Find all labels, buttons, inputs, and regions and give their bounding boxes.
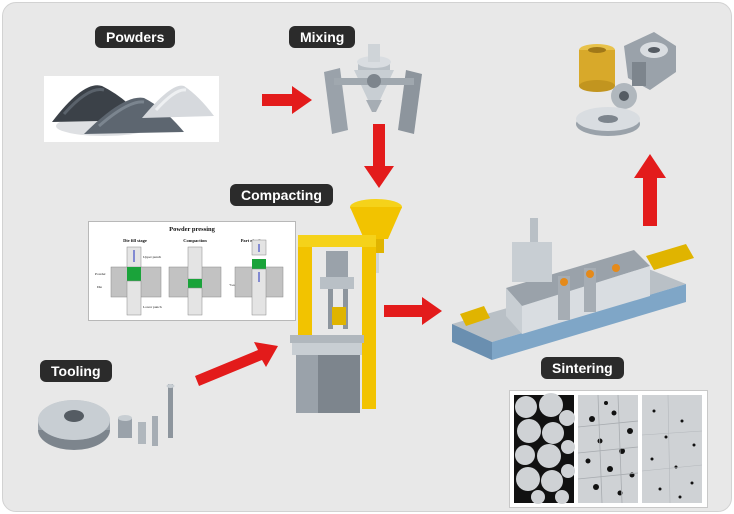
label-powders: Powders (95, 26, 176, 48)
microstructure-stage-2 (577, 394, 639, 504)
tooling-parts (38, 384, 175, 450)
inset-upper-punch: Upper punch (143, 255, 161, 259)
label-compacting: Compacting (230, 184, 333, 206)
arrow-powders-to-mixing (262, 86, 312, 114)
compacting-press (290, 199, 402, 413)
arrow-sintering-to-parts (634, 154, 666, 226)
microstructure-stage-3 (641, 394, 703, 504)
powder-pressing-inset: Powder pressing Die fill stage Compactio… (88, 221, 296, 321)
mixer-machine (324, 44, 422, 134)
inset-col2: Compaction (183, 238, 207, 243)
arrow-mixing-to-compacting (364, 124, 394, 188)
label-mixing: Mixing (289, 26, 356, 48)
arrow-compacting-to-sintering (384, 297, 442, 325)
finished-parts (576, 32, 676, 136)
label-sintering: Sintering (541, 357, 624, 379)
arrow-tooling-to-compacting (195, 342, 278, 386)
sintering-furnace (452, 218, 694, 360)
powders-image (44, 76, 219, 142)
label-tooling: Tooling (40, 360, 112, 382)
inset-title: Powder pressing (169, 226, 216, 233)
inset-lower-punch: Lower punch (143, 305, 162, 309)
inset-die: Die (97, 285, 103, 289)
inset-col1: Die fill stage (123, 238, 147, 243)
microstructure-stage-1 (514, 393, 575, 504)
inset-powder: Powder (95, 272, 107, 276)
microstructure-panels (509, 390, 708, 508)
